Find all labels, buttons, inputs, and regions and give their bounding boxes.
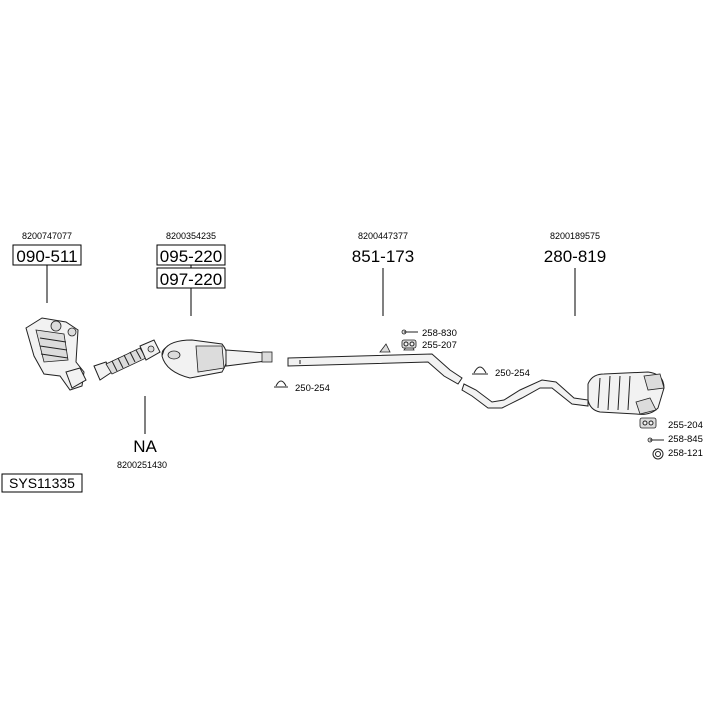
- oem-number-catalyst: 8200747077: [22, 231, 72, 241]
- converter-drawing[interactable]: [161, 339, 273, 379]
- na-label: NA: [133, 437, 157, 456]
- oem-number-converter: 8200354235: [166, 231, 216, 241]
- part-code-clamp-rear[interactable]: 250-254: [495, 368, 530, 379]
- part-code-clamp-front[interactable]: 250-254: [295, 383, 330, 394]
- oem-number-na: 8200251430: [117, 460, 167, 470]
- hanger-mid-drawing[interactable]: [401, 339, 417, 349]
- part-code-converter-1[interactable]: 095-220: [160, 247, 222, 266]
- part-code-mid-pipe[interactable]: 851-173: [352, 247, 414, 266]
- clamp-front-drawing[interactable]: [274, 380, 288, 388]
- system-id: SYS11335: [9, 475, 75, 491]
- part-code-bolt-rear[interactable]: 258-845: [668, 434, 703, 445]
- catalyst-manifold-drawing[interactable]: [25, 317, 87, 391]
- oem-number-mid-pipe: 8200447377: [358, 231, 408, 241]
- part-code-bolt-mid[interactable]: 258-830: [422, 328, 457, 339]
- system-id-box: [1, 473, 83, 493]
- hanger-rear-drawing[interactable]: [639, 417, 657, 429]
- rear-silencer-drawing[interactable]: [461, 371, 665, 415]
- bolt-rear-drawing[interactable]: [647, 437, 664, 443]
- part-code-catalyst[interactable]: 090-511: [16, 247, 77, 266]
- flex-pipe-drawing[interactable]: [93, 339, 161, 381]
- oem-number-rear-silencer: 8200189575: [550, 231, 600, 241]
- part-code-rear-silencer[interactable]: 280-819: [544, 247, 606, 266]
- ring-rear-drawing[interactable]: [652, 448, 664, 460]
- part-code-hanger-mid[interactable]: 255-207: [422, 340, 457, 351]
- part-code-hanger-rear[interactable]: 255-204: [668, 420, 703, 431]
- part-code-ring-rear[interactable]: 258-121: [668, 448, 703, 459]
- bolt-mid-drawing[interactable]: [401, 329, 418, 335]
- part-code-converter-2[interactable]: 097-220: [160, 270, 222, 289]
- clamp-rear-drawing[interactable]: [472, 366, 488, 375]
